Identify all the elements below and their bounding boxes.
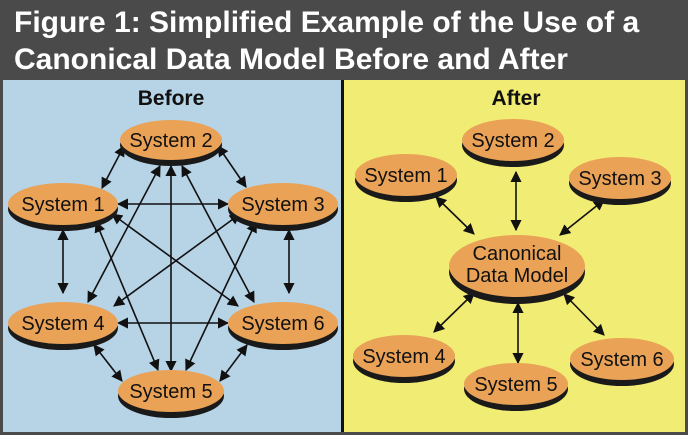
hub-label-line-1: Canonical	[473, 243, 562, 265]
after-node-system-6: System 6	[570, 338, 674, 386]
bottom-border	[0, 432, 688, 435]
node-body	[462, 119, 564, 161]
node-body	[570, 338, 674, 380]
after-node-canonical-data-model: Canonical Data Model	[449, 235, 585, 304]
after-title: After	[491, 87, 540, 110]
node-body	[464, 363, 568, 405]
before-node-system-3: System 3	[228, 183, 338, 231]
after-node-system-1: System 1	[355, 154, 457, 202]
before-title: Before	[138, 87, 205, 110]
before-node-system-6: System 6	[228, 302, 338, 350]
node-label: System 4	[21, 313, 104, 335]
after-connections	[433, 170, 605, 365]
node-body	[120, 120, 222, 160]
after-arrow-s6-hub	[563, 293, 605, 336]
node-body	[228, 183, 338, 225]
diagram-canvas: Before After System 2	[0, 80, 688, 435]
node-body	[353, 335, 455, 377]
node-label: System 5	[474, 374, 557, 396]
title-line-2: Canonical Data Model Before and After	[14, 43, 568, 76]
node-label: System 2	[129, 130, 212, 152]
node-label: System 3	[578, 168, 661, 190]
before-arrow-s3-s4	[113, 213, 241, 307]
node-body	[569, 157, 671, 199]
node-label: System 5	[129, 381, 212, 403]
after-arrow-s3-hub	[559, 199, 605, 236]
node-label: System 6	[241, 313, 324, 335]
node-body	[8, 302, 118, 344]
node-body	[355, 154, 457, 196]
node-label: System 3	[241, 194, 324, 216]
node-body	[8, 183, 118, 225]
before-node-system-1: System 1	[8, 183, 118, 231]
node-label: System 4	[362, 346, 445, 368]
node-label: System 2	[471, 130, 554, 152]
after-node-system-3: System 3	[569, 157, 671, 205]
after-arrow-s4-hub	[433, 292, 475, 333]
before-connections	[57, 145, 295, 382]
hub-label-line-2: Data Model	[466, 265, 568, 287]
after-node-system-5: System 5	[464, 363, 568, 411]
node-label: System 6	[580, 349, 663, 371]
figure-title: Figure 1: Simplified Example of the Use …	[0, 0, 688, 80]
after-node-system-2: System 2	[462, 119, 564, 167]
after-arrow-s1-hub	[435, 196, 475, 235]
node-body	[228, 302, 338, 344]
before-node-system-2: System 2	[120, 120, 222, 166]
before-node-system-4: System 4	[8, 302, 118, 350]
after-node-system-4: System 4	[353, 335, 455, 383]
node-label: System 1	[21, 194, 104, 216]
title-line-1: Figure 1: Simplified Example of the Use …	[14, 6, 640, 39]
node-body	[449, 235, 585, 297]
before-node-system-5: System 5	[118, 370, 224, 418]
node-label: System 1	[364, 165, 447, 187]
node-body	[118, 370, 224, 412]
